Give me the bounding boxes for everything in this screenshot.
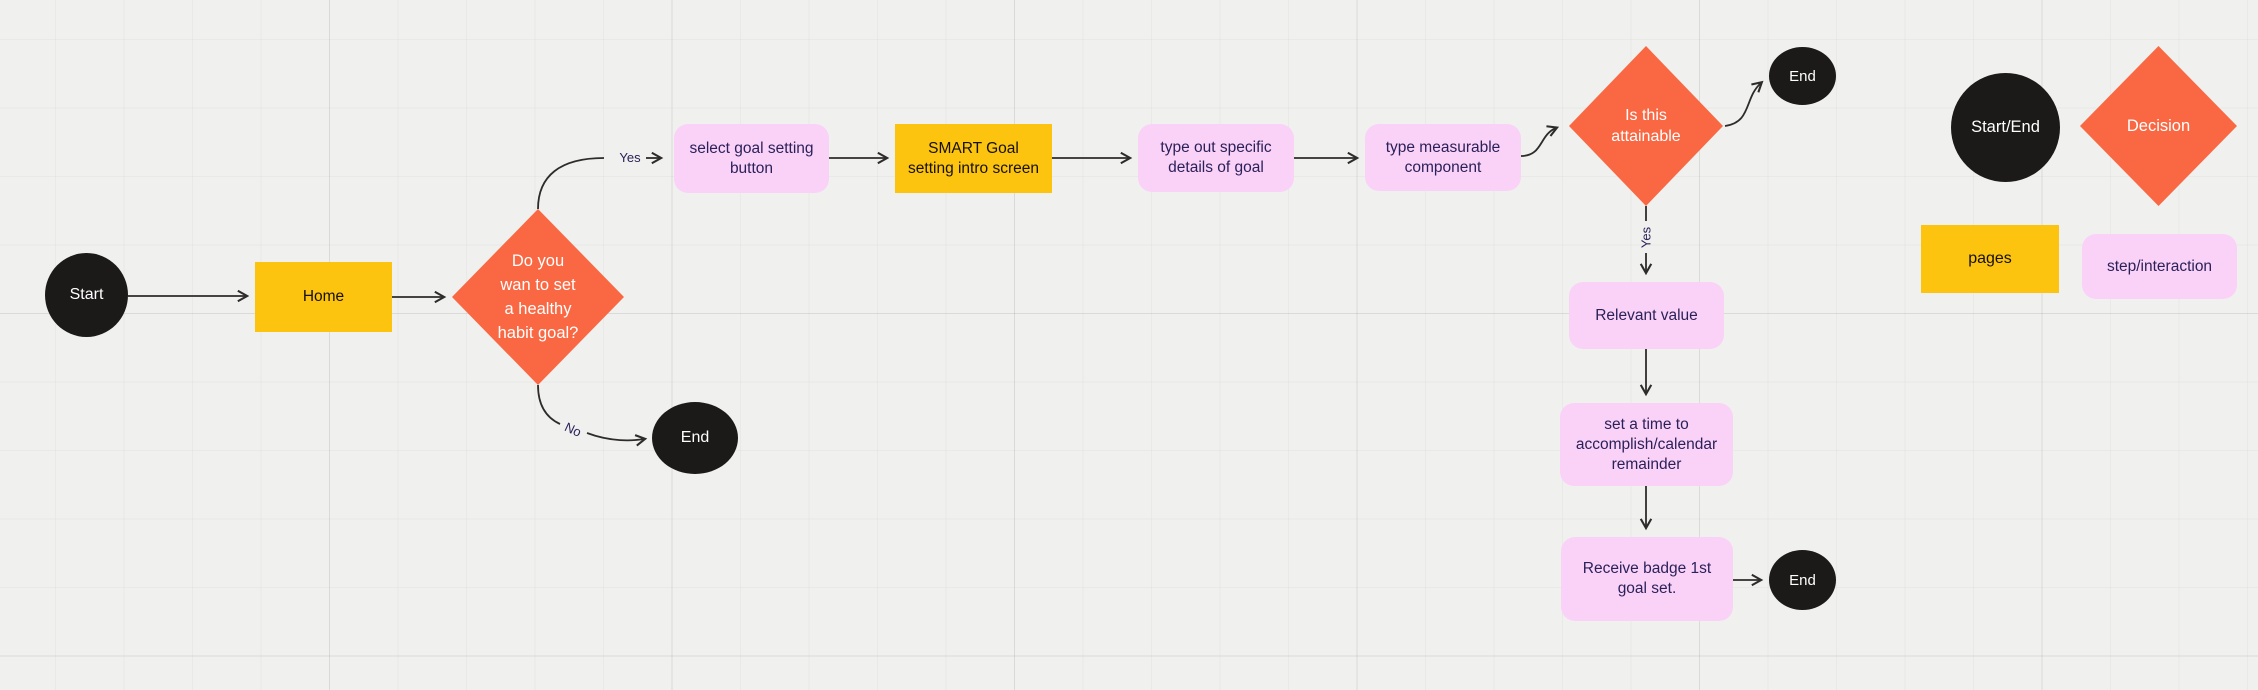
connector-no-end[interactable]: [586, 432, 648, 447]
end-node-no-branch[interactable]: End: [652, 402, 738, 474]
step-receive-badge-label: Receive badge 1st goal set.: [1582, 560, 1712, 597]
legend-start-end-shape[interactable]: Start/End: [1951, 73, 2060, 182]
end-node-bottom-label: End: [1789, 571, 1816, 589]
connector-decision-yes-curve[interactable]: [537, 157, 605, 210]
yes-vertical-branch-label[interactable]: Yes: [1637, 218, 1656, 258]
page-smart-goal-intro[interactable]: SMART Goal setting intro screen: [895, 124, 1052, 193]
step-set-time-calendar-label: set a time to accomplish/calendar remain…: [1575, 415, 1718, 473]
end-node-top[interactable]: End: [1769, 47, 1836, 105]
step-set-time-calendar[interactable]: set a time to accomplish/calendar remain…: [1560, 403, 1733, 486]
start-node-label: Start: [69, 286, 104, 303]
yes-branch-label[interactable]: Yes: [610, 148, 650, 167]
home-page-label: Home: [302, 288, 345, 305]
end-node-bottom[interactable]: End: [1769, 550, 1836, 610]
connector-attainable-end-top[interactable]: [1724, 80, 1764, 127]
step-relevant-value[interactable]: Relevant value: [1569, 282, 1724, 349]
yes-vertical-branch-label-text: Yes: [1638, 226, 1654, 249]
step-receive-badge[interactable]: Receive badge 1st goal set.: [1561, 537, 1733, 621]
legend-step-interaction-label: step/interaction: [2106, 257, 2213, 275]
legend-pages-label: pages: [1968, 250, 2012, 267]
legend-step-interaction-shape[interactable]: step/interaction: [2082, 234, 2237, 299]
decision-is-this-attainable-label: Is this attainable: [1611, 107, 1681, 145]
step-select-goal-setting-button-label: select goal setting button: [689, 139, 814, 177]
start-node[interactable]: Start: [45, 253, 128, 337]
step-type-measurable-component[interactable]: type measurable component: [1365, 124, 1521, 191]
legend-start-end-label: Start/End: [1971, 118, 2040, 136]
no-branch-label-text: No: [562, 419, 584, 440]
legend-decision-label: Decision: [2126, 117, 2191, 135]
step-type-goal-details-label: type out specific details of goal: [1160, 139, 1272, 176]
yes-branch-label-text: Yes: [619, 150, 641, 165]
step-type-goal-details[interactable]: type out specific details of goal: [1138, 124, 1294, 192]
page-smart-goal-intro-label: SMART Goal setting intro screen: [908, 139, 1039, 177]
end-node-top-label: End: [1789, 67, 1816, 85]
home-page-node[interactable]: Home: [255, 262, 392, 332]
connector-decision-no-curve[interactable]: [537, 384, 561, 425]
end-node-no-branch-label: End: [680, 429, 710, 446]
step-type-measurable-component-label: type measurable component: [1385, 138, 1501, 176]
connector-measurable-attainable[interactable]: [1520, 125, 1560, 157]
decision-healthy-habit-goal-label: Do you wan to set a healthy habit goal?: [497, 252, 579, 342]
step-select-goal-setting-button[interactable]: select goal setting button: [674, 124, 829, 193]
step-relevant-value-label: Relevant value: [1595, 306, 1698, 324]
legend-pages-shape[interactable]: pages: [1921, 225, 2059, 293]
